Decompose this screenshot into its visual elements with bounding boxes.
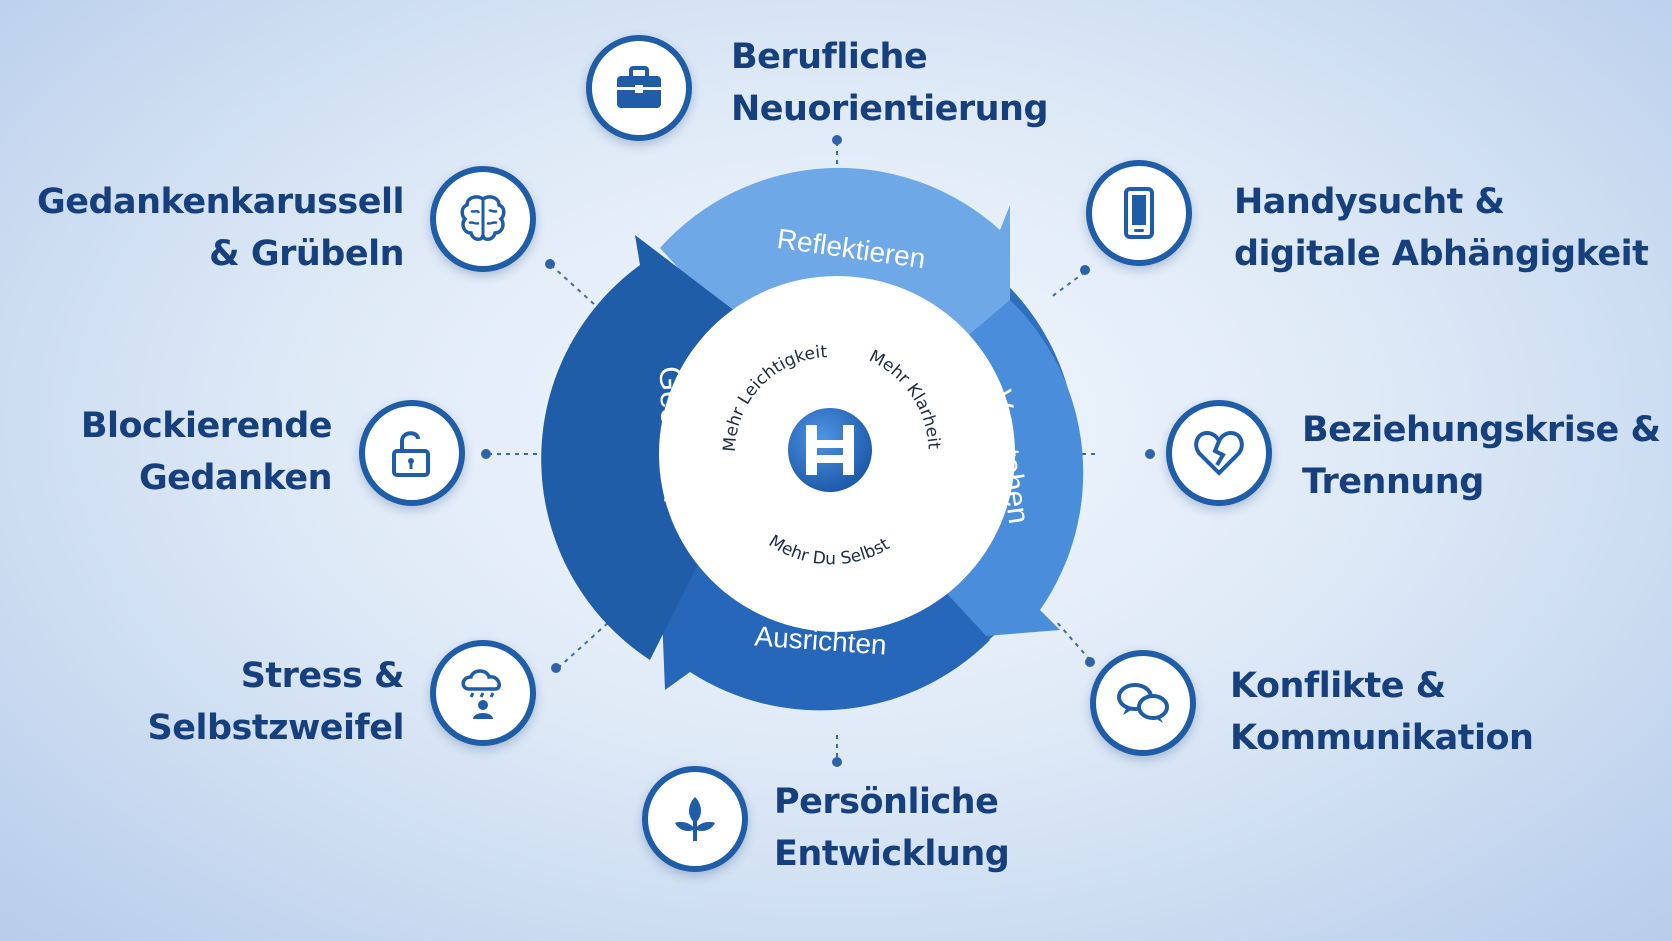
broken-heart-icon (1194, 430, 1244, 476)
topic-badge-smartphone (1086, 160, 1192, 266)
topic-badge-sprout (642, 766, 748, 872)
topic-badge-rain-cloud (430, 640, 536, 746)
smartphone-icon (1124, 187, 1154, 239)
sprout-icon (675, 797, 715, 841)
speech-bubbles-icon (1117, 683, 1169, 723)
topic-badge-broken-heart (1166, 400, 1272, 506)
brain-icon (460, 195, 506, 241)
topic-badge-brain (430, 166, 536, 272)
connector-lines (481, 135, 1155, 767)
h-monogram-logo-icon (788, 408, 872, 492)
topic-badge-speech-bubbles (1090, 650, 1196, 756)
stage-label-shape: Gestalten (653, 366, 694, 504)
unlocked-padlock-icon (392, 431, 430, 477)
topic-badge-briefcase (586, 35, 692, 141)
topic-label-beziehungskrise: Beziehungskrise &Trennung (1302, 410, 1661, 502)
topic-label-handysucht: Handysucht &digitale Abhängigkeit (1234, 182, 1649, 274)
topic-label-konflikte: Konflikte &Kommunikation (1230, 666, 1534, 758)
topic-label-stress: Stress &Selbstzweifel (147, 656, 405, 748)
topic-badge-padlock (359, 400, 465, 506)
rain-cloud-person-icon (461, 669, 501, 719)
briefcase-icon (617, 66, 661, 108)
topic-label-gedankenkarussell: Gedankenkarussell& Grübeln (36, 182, 405, 274)
